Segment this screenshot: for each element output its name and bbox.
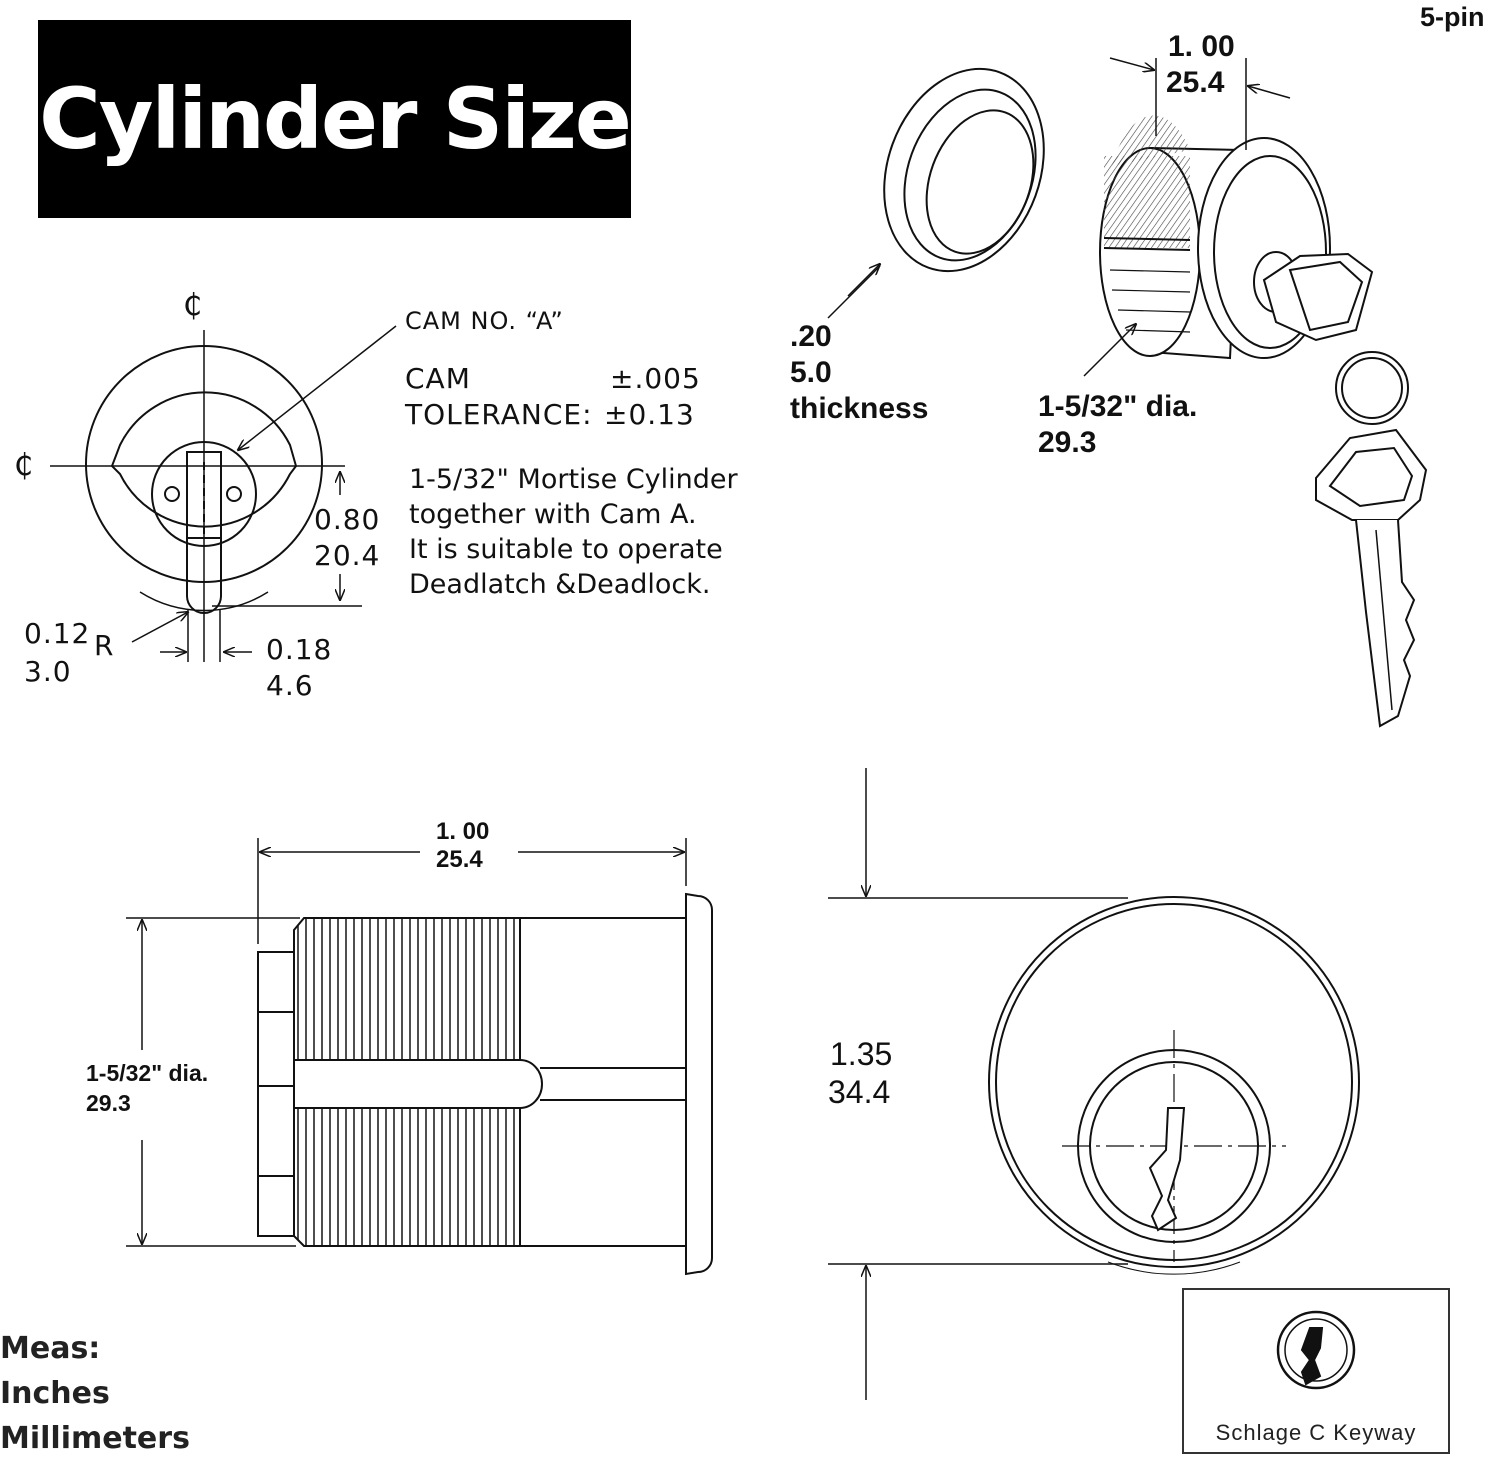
cam-tolerance-value-2: ±0.13	[604, 398, 695, 431]
ring-thickness-inches: .20	[790, 320, 832, 353]
ring-thickness-label: thickness	[790, 392, 929, 425]
front-diameter-inches: 1.35	[830, 1036, 893, 1072]
front-view	[828, 768, 1360, 1400]
cam-tolerance-label-1: CAM	[405, 362, 471, 395]
description-line-3: It is suitable to operate	[409, 534, 723, 565]
cam-radius-inches: 0.12	[24, 617, 91, 650]
side-length-mm: 25.4	[436, 846, 483, 873]
exploded-length-inches: 1. 00	[1168, 30, 1235, 63]
side-view	[126, 838, 713, 1276]
side-length-inches: 1. 00	[436, 818, 490, 845]
pin-count-label: 5-pin	[1420, 2, 1485, 32]
page-title: Cylinder Size	[39, 70, 632, 168]
cam-tolerance-label-2: TOLERANCE:	[405, 398, 593, 431]
keyway-box: Schlage C Keyway	[1182, 1288, 1450, 1454]
side-diameter-label: 1-5/32" dia.	[86, 1060, 209, 1086]
cam-number-label: CAM NO. “A”	[405, 307, 564, 335]
description-line-1: 1-5/32" Mortise Cylinder	[409, 464, 738, 495]
cam-tolerance-value-1: ±.005	[610, 362, 701, 395]
cam-view	[50, 325, 397, 662]
radius-symbol: R	[94, 629, 115, 662]
ring-thickness-mm: 5.0	[790, 356, 832, 389]
cam-width-mm: 4.6	[266, 669, 314, 702]
description-line-4: Deadlatch &Deadlock.	[409, 569, 711, 600]
centerline-symbol-horizontal: ₵	[14, 448, 35, 483]
cam-width-inches: 0.18	[266, 633, 333, 666]
units-millimeters: Millimeters	[0, 1421, 190, 1456]
keyway-label: Schlage C Keyway	[1215, 1420, 1417, 1445]
side-diameter-mm: 29.3	[86, 1090, 131, 1116]
exploded-diameter-label: 1-5/32" dia.	[1038, 390, 1198, 423]
title-banner: Cylinder Size	[38, 20, 632, 218]
exploded-view	[827, 57, 1428, 728]
units-inches: Inches	[0, 1376, 110, 1411]
cam-height-inches: 0.80	[314, 503, 381, 536]
exploded-length-mm: 25.4	[1166, 66, 1225, 99]
keyway-icon	[1276, 1310, 1356, 1390]
units-heading: Meas:	[0, 1331, 101, 1366]
cam-height-mm: 20.4	[314, 539, 381, 572]
exploded-diameter-mm: 29.3	[1038, 426, 1097, 459]
centerline-symbol-vertical: ₵	[183, 288, 204, 323]
front-diameter-mm: 34.4	[828, 1074, 891, 1110]
description-line-2: together with Cam A.	[409, 499, 697, 530]
cam-radius-mm: 3.0	[24, 655, 72, 688]
